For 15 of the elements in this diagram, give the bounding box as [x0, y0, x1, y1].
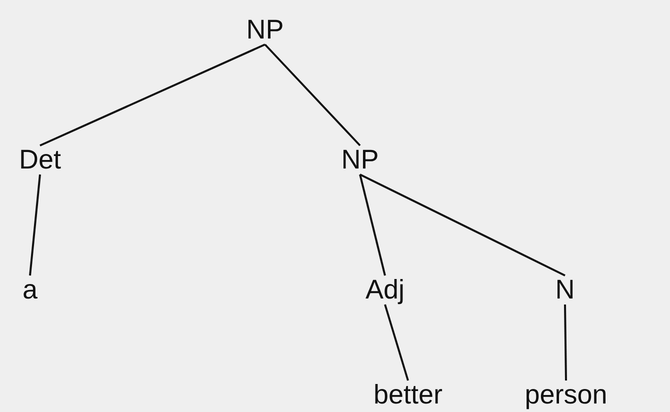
tree-branch	[359, 174, 386, 276]
tree-node-label: Det	[16, 146, 64, 174]
tree-node-label: Adj	[363, 276, 407, 304]
tree-branch	[29, 174, 41, 276]
tree-branch	[564, 304, 567, 381]
tree-node-label: N	[553, 276, 577, 304]
tree-branch	[384, 304, 409, 381]
tree-node-label: better	[371, 380, 445, 410]
tree-node-label: NP	[339, 146, 381, 174]
tree-node-label: person	[522, 380, 610, 410]
tree-node-label: NP	[244, 16, 286, 44]
tree-branch	[264, 44, 361, 146]
tree-branch	[40, 44, 266, 146]
tree-node-label: a	[20, 276, 40, 304]
tree-branch	[360, 174, 566, 276]
